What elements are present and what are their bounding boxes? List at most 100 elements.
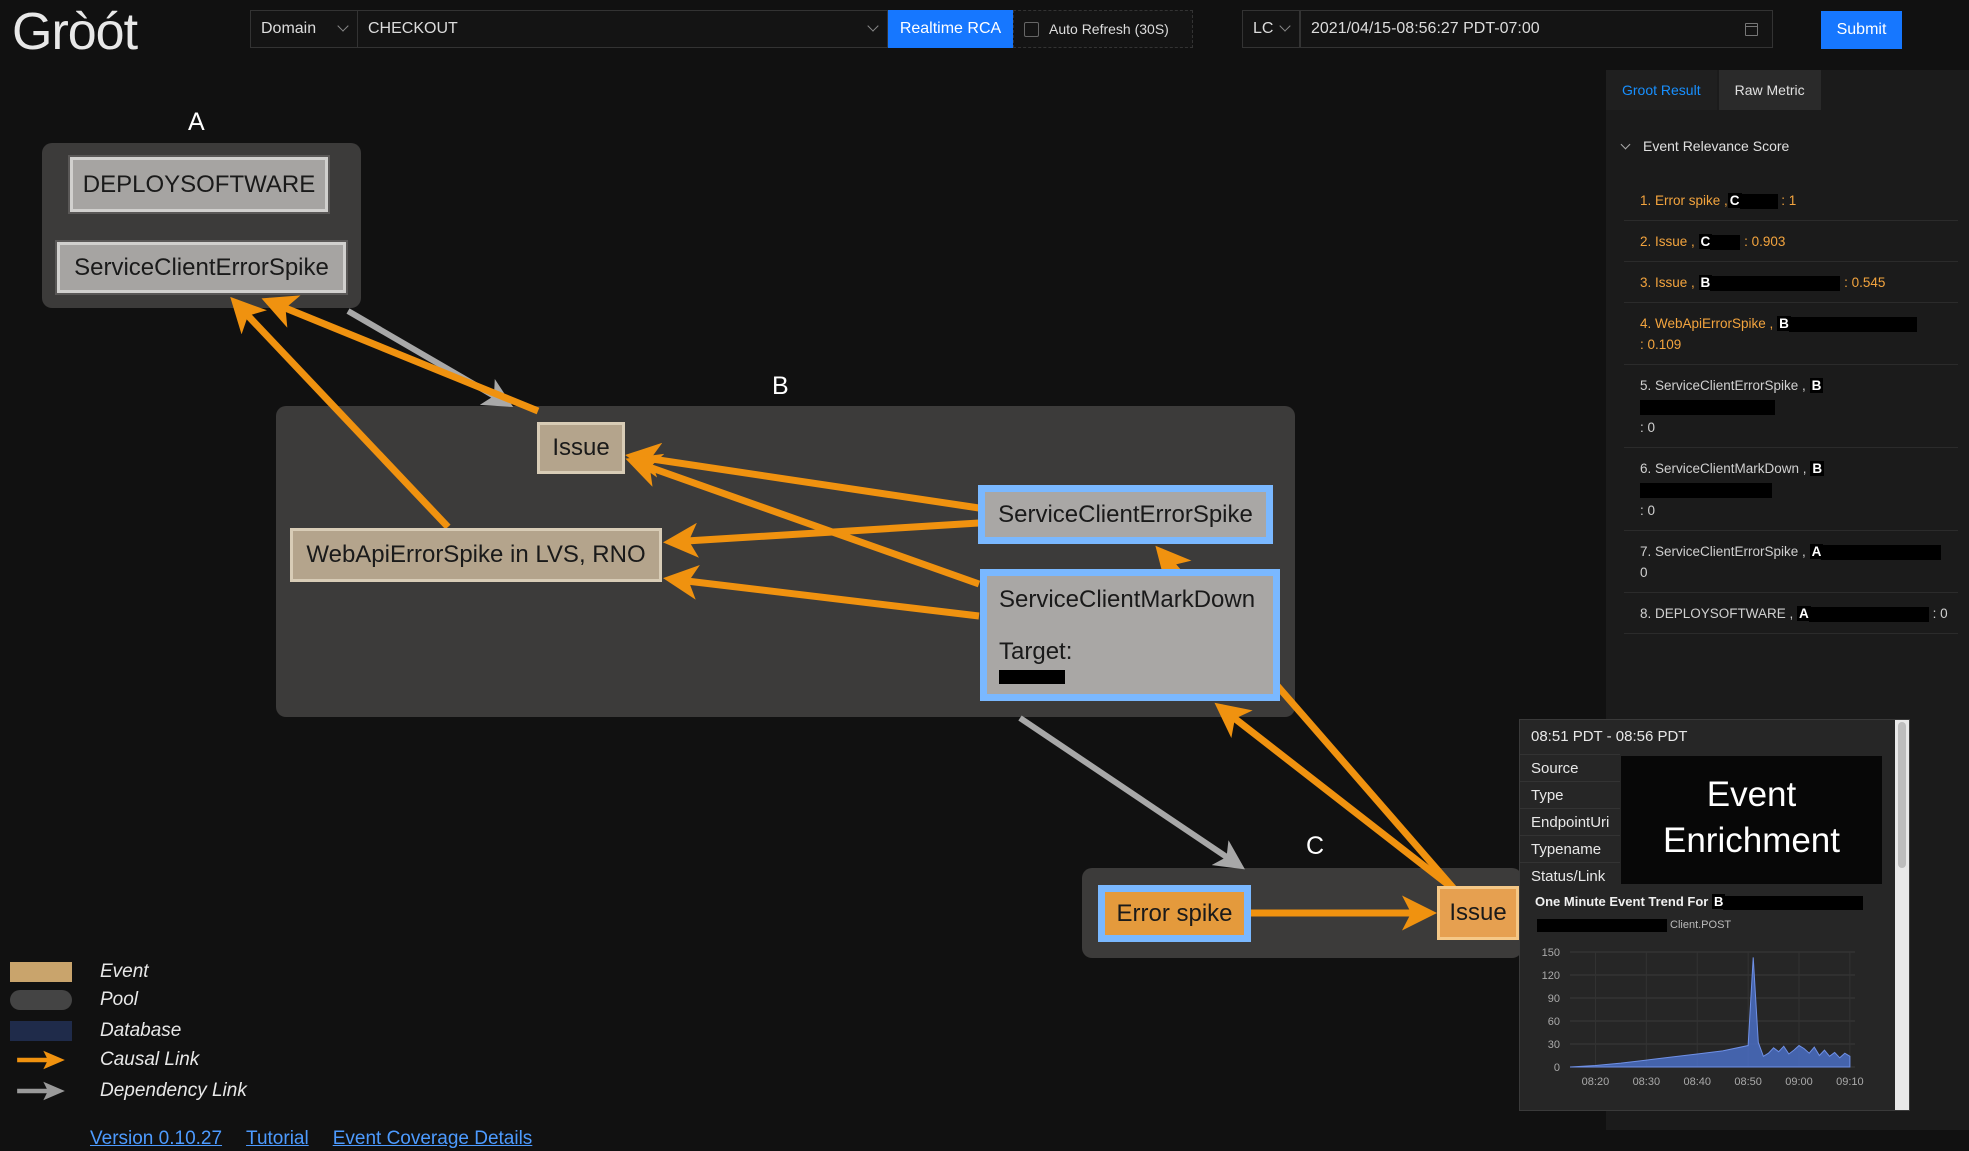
legend-pool: Pool	[10, 989, 138, 1011]
tab-raw-metric[interactable]: Raw Metric	[1718, 70, 1821, 110]
score-value: : 1	[1781, 193, 1797, 208]
popup-field-statuslink: Status/Link	[1520, 862, 1620, 889]
legend-database: Database	[10, 1020, 181, 1042]
score-value: : 0.545	[1844, 275, 1886, 290]
trend-title: One Minute Event Trend For B	[1535, 894, 1864, 910]
pool-swatch	[10, 990, 72, 1010]
pool-a-label: A	[188, 108, 205, 136]
datacenter-select[interactable]: LC	[1242, 10, 1300, 48]
score-label: 3. Issue ,	[1640, 275, 1695, 290]
causal-link[interactable]	[625, 453, 981, 588]
markdown-title: ServiceClientMarkDown	[999, 586, 1256, 613]
domain-select[interactable]: Domain	[250, 10, 358, 48]
realtime-rca-button[interactable]: Realtime RCA	[888, 10, 1013, 48]
list-item[interactable]: 4. WebApiErrorSpike , B : 0.109	[1624, 303, 1958, 365]
popup-scrollbar-thumb[interactable]	[1898, 722, 1906, 868]
score-value: : 0	[1640, 420, 1656, 435]
app-logo: Gròót	[12, 3, 138, 61]
score-label: 5. ServiceClientErrorSpike ,	[1640, 378, 1806, 393]
result-tabs: Groot Result Raw Metric	[1606, 70, 1823, 110]
node-error-spike[interactable]: Error spike	[1098, 885, 1251, 942]
trend-subtitle: Client.POST	[1670, 919, 1732, 931]
popup-field-source: Source	[1520, 754, 1620, 781]
event-swatch	[10, 962, 72, 982]
redacted-target	[999, 670, 1065, 684]
node-serviceclientmarkdown[interactable]: ServiceClientMarkDown Target:	[980, 569, 1280, 701]
y-tick-label: 60	[1548, 1016, 1560, 1028]
datacenter-value: LC	[1253, 20, 1274, 37]
datetime-picker[interactable]: 2021/04/15-08:56:27 PDT-07:00	[1300, 10, 1773, 48]
score-value: 0	[1640, 565, 1648, 580]
legend-event: Event	[10, 961, 149, 983]
score-pool: A	[1797, 606, 1811, 621]
relevance-section-header[interactable]: Event Relevance Score	[1620, 138, 1790, 154]
causal-link[interactable]	[663, 519, 980, 558]
score-pool: A	[1809, 544, 1824, 559]
score-value: : 0	[1640, 503, 1656, 518]
domain-value-select[interactable]: CHECKOUT	[357, 10, 888, 48]
domain-value: CHECKOUT	[368, 20, 458, 37]
version-link[interactable]: Version 0.10.27	[90, 1128, 223, 1149]
node-issue-c[interactable]: Issue	[1437, 886, 1519, 940]
auto-refresh-toggle[interactable]: Auto Refresh (30S)	[1013, 10, 1193, 48]
pool-c-label: C	[1306, 832, 1325, 860]
relevance-score-list: 1. Error spike ,C : 1 2. Issue , C : 0.9…	[1624, 180, 1958, 634]
list-item[interactable]: 5. ServiceClientErrorSpike , B : 0	[1624, 365, 1958, 448]
popup-scrollbar[interactable]	[1895, 720, 1909, 1110]
causal-link[interactable]	[1214, 702, 1458, 893]
section-title: Event Relevance Score	[1643, 138, 1790, 154]
event-tooltip-popup: 08:51 PDT - 08:56 PDT Source Type Endpoi…	[1519, 719, 1910, 1111]
event-coverage-link[interactable]: Event Coverage Details	[332, 1128, 533, 1149]
causal-link[interactable]	[230, 296, 451, 530]
list-item[interactable]: 6. ServiceClientMarkDown , B: 0	[1624, 448, 1958, 531]
series-area	[1569, 957, 1851, 1068]
score-value: : 0.109	[1640, 337, 1682, 352]
x-tick-label: 08:50	[1734, 1076, 1762, 1088]
pool-b-label: B	[772, 372, 789, 400]
legend-label: Database	[100, 1020, 182, 1041]
y-tick-label: 120	[1542, 970, 1560, 982]
score-label: 8. DEPLOYSOFTWARE ,	[1640, 606, 1794, 621]
causal-link[interactable]	[625, 442, 980, 512]
y-tick-label: 90	[1548, 993, 1560, 1005]
trend-title-text: One Minute Event Trend For	[1535, 894, 1709, 909]
score-value: : 0.903	[1744, 234, 1786, 249]
chevron-down-icon	[1620, 139, 1631, 149]
event-enrichment-overlay: Event Enrichment	[1621, 756, 1882, 884]
submit-button[interactable]: Submit	[1821, 11, 1902, 49]
score-label: 2. Issue ,	[1640, 234, 1695, 249]
x-tick-label: 08:40	[1683, 1076, 1711, 1088]
list-item[interactable]: 8. DEPLOYSOFTWARE , A : 0	[1624, 593, 1958, 634]
tab-groot-result[interactable]: Groot Result	[1606, 70, 1717, 110]
dependency-link[interactable]	[1018, 715, 1245, 870]
popup-field-typename: Typename	[1520, 835, 1620, 862]
auto-refresh-checkbox[interactable]	[1024, 21, 1039, 37]
auto-refresh-label: Auto Refresh (30S)	[1049, 21, 1169, 37]
x-tick-label: 08:30	[1633, 1076, 1661, 1088]
popup-time-range: 08:51 PDT - 08:56 PDT	[1531, 728, 1688, 745]
causal-link[interactable]	[663, 564, 980, 620]
score-pool: B	[1777, 316, 1791, 331]
score-pool: B	[1809, 378, 1824, 393]
node-serviceclienterrorspike-b[interactable]: ServiceClientErrorSpike	[978, 485, 1273, 544]
causal-link[interactable]	[261, 295, 540, 415]
node-deploysoftware[interactable]: DEPLOYSOFTWARE	[68, 155, 330, 214]
list-item[interactable]: 2. Issue , C : 0.903	[1624, 221, 1958, 262]
x-tick-label: 08:20	[1582, 1076, 1610, 1088]
list-item[interactable]: 1. Error spike ,C : 1	[1624, 180, 1958, 221]
legend-label: Pool	[100, 989, 139, 1010]
node-issue-b[interactable]: Issue	[537, 422, 625, 474]
y-tick-label: 0	[1554, 1062, 1560, 1074]
node-webapierrorspike[interactable]: WebApiErrorSpike in LVS, RNO	[290, 528, 662, 582]
score-pool: C	[1727, 193, 1742, 208]
markdown-target-label: Target:	[999, 638, 1073, 665]
score-pool: B	[1698, 275, 1713, 290]
popup-field-endpointuri: EndpointUri	[1520, 808, 1620, 835]
score-label: 1. Error spike ,	[1640, 193, 1728, 208]
score-label: 4. WebApiErrorSpike ,	[1640, 316, 1774, 331]
list-item[interactable]: 3. Issue , B : 0.545	[1624, 262, 1958, 303]
tutorial-link[interactable]: Tutorial	[246, 1128, 309, 1149]
node-serviceclienterrorspike-a[interactable]: ServiceClientErrorSpike	[55, 240, 348, 295]
